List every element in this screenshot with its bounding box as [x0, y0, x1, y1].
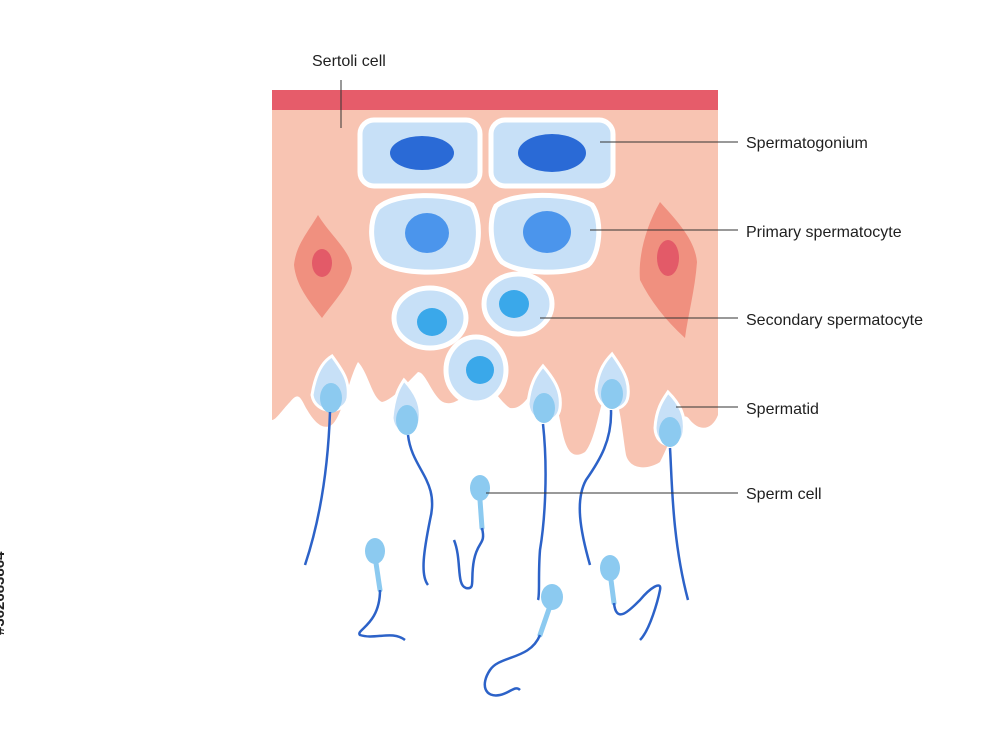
label-spermatid: Spermatid [746, 401, 819, 418]
spermatid-3 [526, 363, 562, 601]
sperm-cell-2 [358, 538, 406, 642]
sperm-cell-3 [483, 584, 563, 697]
spermatid-2 [390, 377, 434, 586]
stock-image-id: #362683864 [0, 551, 8, 635]
spermatogonium-cell-right [488, 117, 616, 189]
primary-spermatocyte-left [369, 193, 481, 275]
label-secondary-spermatocyte: Secondary spermatocyte [746, 312, 923, 329]
label-spermatogonium: Spermatogonium [746, 135, 868, 152]
secondary-spermatocyte-left [391, 285, 469, 351]
sperm-cell-4 [600, 555, 662, 641]
spermatogonium-cell-left [357, 117, 483, 189]
spermatid-1 [303, 354, 350, 566]
spermatid-5 [653, 389, 690, 601]
sertoli-nucleus-right [639, 202, 697, 338]
label-primary-spermatocyte: Primary spermatocyte [746, 224, 902, 241]
sertoli-nucleus-left [294, 215, 352, 318]
leader-lines [340, 80, 738, 494]
sperm-cell-1 [452, 475, 490, 590]
primary-spermatocyte-right [488, 192, 602, 275]
basement-membrane [272, 90, 718, 110]
label-sperm-cell: Sperm cell [746, 486, 822, 503]
label-sertoli-cell: Sertoli cell [312, 53, 386, 70]
secondary-spermatocyte-bottom [443, 334, 509, 406]
spermatid-4 [578, 351, 630, 566]
secondary-spermatocyte-right [481, 271, 555, 337]
